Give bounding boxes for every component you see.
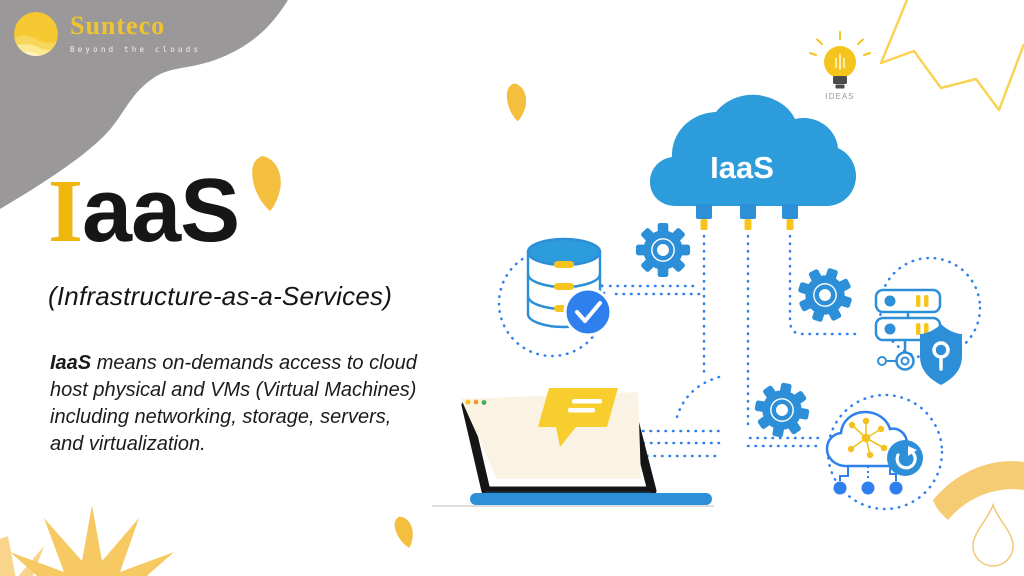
plug-connector (740, 204, 756, 230)
plug-connector (696, 204, 712, 230)
teardrop-shape (391, 513, 418, 551)
shield-lock-icon (920, 324, 962, 385)
check-badge-icon (563, 287, 613, 337)
refresh-badge-icon (887, 440, 923, 476)
cloud-iaas-icon: IaaS (650, 94, 856, 230)
server-stack-icon (874, 288, 942, 371)
network-node-icon (847, 417, 888, 459)
gray-corner-blob (0, 0, 288, 209)
teardrop-shape (505, 82, 528, 123)
crescent-shape (933, 461, 1024, 520)
plug-connector (782, 204, 798, 230)
zigzag-line (879, 0, 1024, 112)
cloud-network-icon (825, 410, 923, 495)
teardrop-shape (249, 153, 285, 213)
gear-icon (636, 223, 690, 277)
laptop-icon (432, 388, 714, 507)
gear-icon (791, 261, 859, 329)
database-icon (526, 237, 602, 329)
droplet-outline-shape (972, 502, 1014, 567)
gear-icon (751, 379, 814, 442)
lightbulb-icon (809, 31, 871, 89)
starburst-shape (10, 505, 174, 576)
speech-bubble-icon (538, 388, 618, 447)
ideas-label: IDEAS (825, 92, 854, 101)
cloud-label: IaaS (710, 150, 774, 185)
